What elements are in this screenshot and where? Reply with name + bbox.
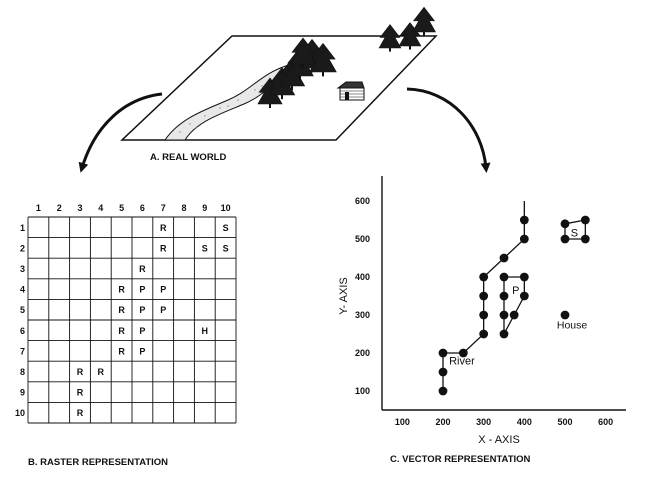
x-tick-label: 200 [435,417,450,427]
polygon-p-vertex [499,272,509,282]
house-illustration [336,81,365,101]
column-header: 5 [119,203,124,213]
vector-plot: 100 200 300 400 500 600 100 200 300 400 500 600 X - … [338,176,626,446]
raster-cell-value: R [77,367,84,377]
x-tick-label: 500 [557,417,572,427]
raster-cell-value: R [139,264,146,274]
x-axis-label: X - AXIS [478,434,520,446]
y-tick-label: 300 [355,310,370,320]
polygon-s-vertex [580,234,590,244]
house-point [560,310,570,320]
polygon-p-vertex [519,272,529,282]
y-tick-label: 200 [355,348,370,358]
raster-cell-value: R [160,243,167,253]
river-vertex [519,215,529,225]
left-arrow [78,92,163,173]
river-vertex [458,348,468,358]
row-header: 1 [20,223,25,233]
raster-cell-value: P [139,346,145,356]
column-header: 9 [202,203,207,213]
raster-cell-value: R [118,326,125,336]
column-header: 8 [181,203,186,213]
raster-cell-value: S [223,223,229,233]
column-header: 7 [161,203,166,213]
polygon-s-vertex [560,219,570,229]
polygon-s-vertex [560,234,570,244]
river-vertex [438,348,448,358]
raster-cell-value: S [202,243,208,253]
column-header: 4 [98,203,103,213]
raster-cell-value: P [139,326,145,336]
raster-cell-value: S [223,243,229,253]
x-tick-label: 400 [517,417,532,427]
x-tick-label: 300 [476,417,491,427]
y-tick-label: 500 [355,234,370,244]
raster-cell-value: P [139,305,145,315]
river-vertex [479,329,489,339]
polygon-s-vertex [580,215,590,225]
row-header: 3 [20,264,25,274]
y-axis-label: Y- AXIS [338,277,350,315]
polygon-s-label: S [571,227,578,239]
river-vertex [479,272,489,282]
raster-cell-value: R [77,408,84,418]
polygon-p-vertex [499,310,509,320]
polygon-p-vertex [499,291,509,301]
y-tick-label: 100 [355,386,370,396]
y-tick-label: 600 [355,196,370,206]
river-vertex [519,234,529,244]
polygon-p-vertex [519,291,529,301]
river-vertex [479,310,489,320]
raster-cell-value: R [118,285,125,295]
river-vertex [438,367,448,377]
column-header: 1 [36,203,41,213]
raster-cell-value: H [202,326,209,336]
column-header: 2 [57,203,62,213]
real-world-caption: A. REAL WORLD [150,152,226,163]
river-vertex [479,291,489,301]
row-header: 6 [20,326,25,336]
row-header: 2 [20,243,25,253]
raster-cell-value: R [160,223,167,233]
x-tick-label: 100 [395,417,410,427]
river-vertex [438,386,448,396]
polygon-p-vertex [499,329,509,339]
row-header: 7 [20,346,25,356]
raster-caption: B. RASTER REPRESENTATION [28,457,168,468]
raster-cell-value: R [118,305,125,315]
vector-caption: C. VECTOR REPRESENTATION [390,454,531,465]
tree-icon [398,22,422,50]
x-tick-label: 600 [598,417,613,427]
forest [257,6,437,108]
raster-cell-value: R [118,346,125,356]
polygon-p-label: P [512,285,519,297]
row-header: 4 [20,285,25,295]
row-header: 5 [20,305,25,315]
column-header: 6 [140,203,145,213]
raster-cell-value: P [160,285,166,295]
river-label: River [449,355,475,367]
tree-icon [290,37,316,68]
row-header: 9 [20,388,25,398]
raster-cell-value: P [160,305,166,315]
column-header: 3 [77,203,82,213]
real-world-scene: A. REAL WORLD [120,6,438,163]
raster-cell-value: R [98,367,105,377]
right-arrow [406,87,491,173]
row-header: 10 [15,408,25,418]
house-label: House [557,319,588,331]
raster-cell-value: P [139,285,145,295]
tree-icon [378,24,402,52]
column-header: 10 [221,203,231,213]
polygon-p-vertex [509,310,519,320]
row-header: 8 [20,367,25,377]
river-vertex [499,253,509,263]
tree-icon [411,6,437,36]
y-tick-label: 400 [355,272,370,282]
raster-cell-value: R [77,388,84,398]
